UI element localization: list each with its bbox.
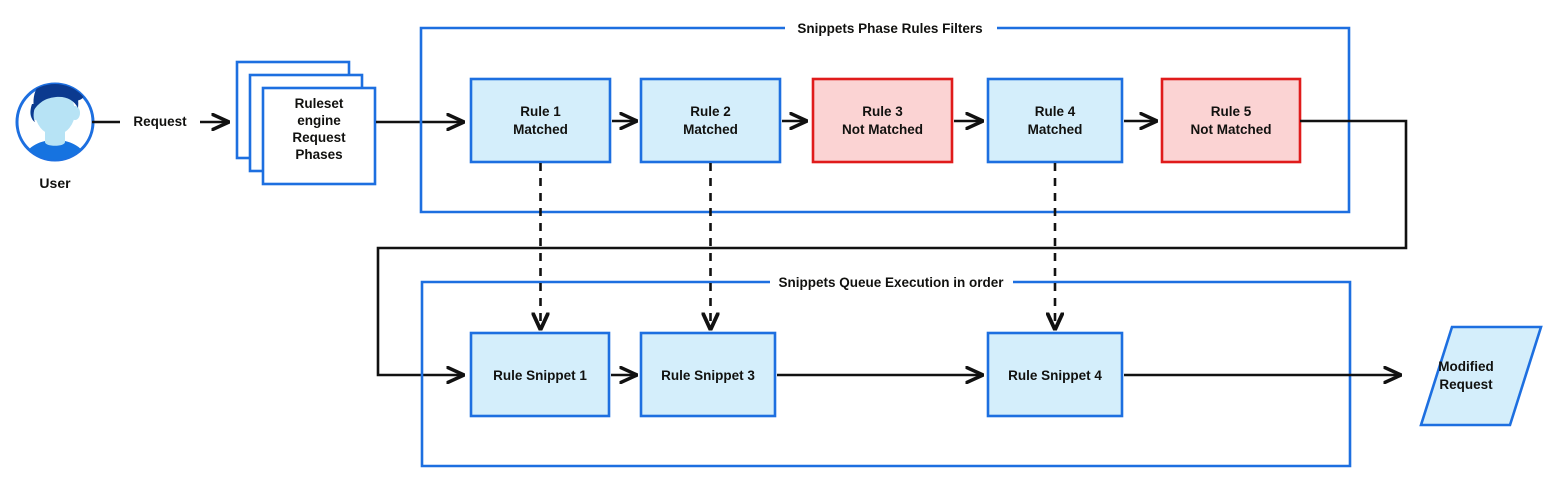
rule-box-2-line2: Matched <box>683 122 738 137</box>
rule-box-3[interactable]: Rule 3 Not Matched <box>811 77 954 164</box>
rule-box-2-line1: Rule 2 <box>690 104 731 119</box>
rule-box-1-line2: Matched <box>513 122 568 137</box>
rule-box-5-line1: Rule 5 <box>1211 104 1252 119</box>
modified-request-node[interactable]: Modified Request <box>1419 325 1543 427</box>
modified-request-line-2: Request <box>1439 377 1493 392</box>
snippets-queue-container <box>420 280 1352 468</box>
ruleset-card-line-2: engine <box>297 113 341 128</box>
ruleset-card-line-4: Phases <box>295 147 342 162</box>
ruleset-engine-card-stack: Ruleset engine Request Phases <box>235 60 377 186</box>
snippet-box-4-label: Rule Snippet 4 <box>1008 368 1102 383</box>
snippet-box-1[interactable]: Rule Snippet 1 <box>469 331 611 418</box>
snippet-box-1-label: Rule Snippet 1 <box>493 368 587 383</box>
snippet-box-3[interactable]: Rule Snippet 3 <box>639 331 777 418</box>
rule-box-4-line1: Rule 4 <box>1035 104 1076 119</box>
rule-box-5[interactable]: Rule 5 Not Matched <box>1160 77 1302 164</box>
ruleset-card-line-3: Request <box>292 130 346 145</box>
rule-box-1-line1: Rule 1 <box>520 104 561 119</box>
rule-box-3-line1: Rule 3 <box>862 104 903 119</box>
snippets-phase-rules-container <box>419 26 1351 214</box>
snippets-queue-label: Snippets Queue Execution in order <box>778 275 1004 290</box>
request-arrow-label: Request <box>133 114 187 129</box>
user-label: User <box>39 175 71 191</box>
ruleset-card-line-1: Ruleset <box>295 96 344 111</box>
rule-box-2[interactable]: Rule 2 Matched <box>639 77 782 164</box>
snippet-box-4[interactable]: Rule Snippet 4 <box>986 331 1124 418</box>
snippets-phase-rules-label: Snippets Phase Rules Filters <box>797 21 982 36</box>
modified-request-line-1: Modified <box>1438 359 1494 374</box>
user-avatar-icon <box>15 82 120 162</box>
rule-box-5-line2: Not Matched <box>1191 122 1272 137</box>
rule-box-1[interactable]: Rule 1 Matched <box>469 77 612 164</box>
rule-box-4-line2: Matched <box>1028 122 1083 137</box>
snippet-box-3-label: Rule Snippet 3 <box>661 368 755 383</box>
phase-to-queue-connector <box>376 119 1408 375</box>
rule-box-4[interactable]: Rule 4 Matched <box>986 77 1124 164</box>
rule-box-3-line2: Not Matched <box>842 122 923 137</box>
